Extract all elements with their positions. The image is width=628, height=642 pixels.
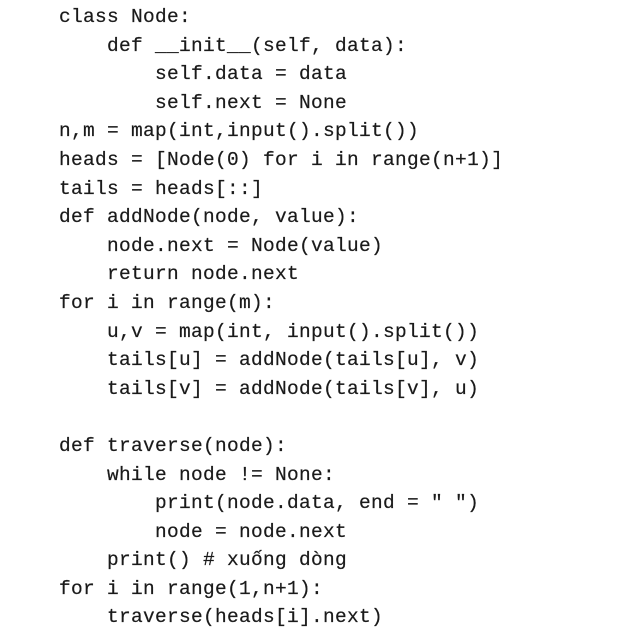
code-line: def __init__(self, data):: [59, 34, 408, 57]
code-line: u,v = map(int, input().split()): [59, 320, 480, 343]
code-line: tails[v] = addNode(tails[v], u): [59, 377, 480, 400]
code-line: self.next = None: [59, 91, 348, 114]
code-line-blank: [59, 403, 628, 432]
code-line: for i in range(m):: [59, 291, 276, 314]
code-line: for i in range(1,n+1):: [59, 577, 324, 600]
code-line: n,m = map(int,input().split()): [59, 120, 420, 143]
code-line: print(node.data, end = " "): [59, 492, 480, 515]
code-line: print() # xuống dòng: [59, 549, 348, 572]
code-line: self.data = data: [59, 63, 348, 86]
code-line: while node != None:: [59, 463, 336, 486]
code-line: traverse(heads[i].next): [59, 606, 384, 629]
code-line: node = node.next: [59, 520, 348, 543]
code-line: node.next = Node(value): [59, 234, 384, 257]
code-line: def traverse(node):: [59, 434, 288, 457]
code-line: class Node:: [59, 6, 192, 28]
code-line: tails[u] = addNode(tails[u], v): [59, 349, 480, 372]
code-line: return node.next: [59, 263, 300, 286]
code-line: def addNode(node, value):: [59, 206, 360, 229]
code-line: heads = [Node(0) for i in range(n+1)]: [59, 148, 504, 171]
code-line: tails = heads[::]: [59, 177, 264, 200]
